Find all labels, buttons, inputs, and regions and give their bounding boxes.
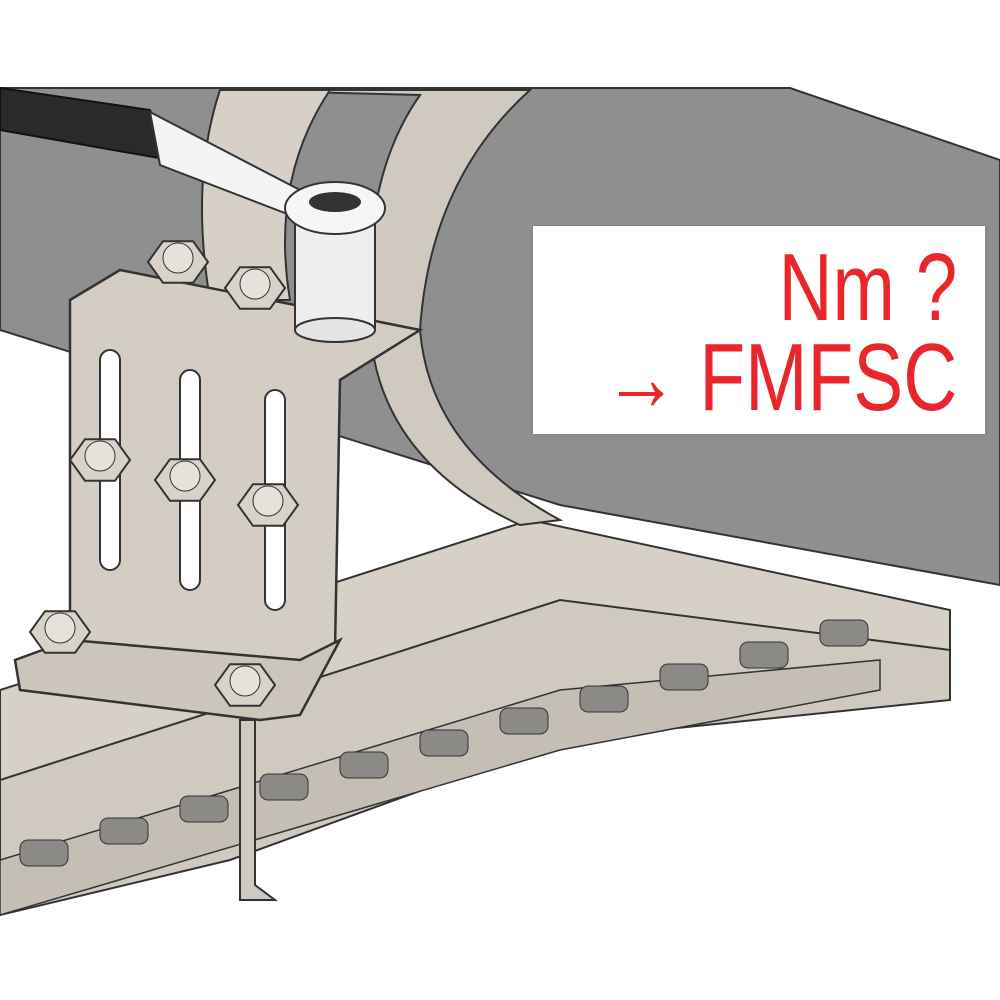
base-nut-end [44, 612, 76, 644]
rail-slot [179, 795, 229, 823]
hex-nut-end [169, 460, 201, 492]
channel-rail-front [0, 598, 951, 917]
hex-nut-end [84, 440, 116, 472]
rail-slot [579, 685, 629, 713]
torque-callout: Nm ? → FMFSC [533, 226, 985, 434]
rail-slot [99, 817, 149, 845]
clamp-bolt-end [239, 268, 271, 300]
socket [284, 181, 386, 343]
rail-slot [739, 641, 789, 669]
base-nut-end [229, 665, 261, 697]
rail-slot [259, 773, 309, 801]
hex-nut-end [252, 485, 284, 517]
product-code: FMFSC [699, 324, 957, 431]
rail-slot [339, 751, 389, 779]
torque-question: Nm ? [778, 234, 957, 341]
rail-slot [19, 839, 69, 867]
rail-slot [499, 707, 549, 735]
rail-slot [419, 729, 469, 757]
clamp-bolt-end [162, 242, 194, 274]
product-reference: → FMFSC [603, 330, 957, 426]
rail-slot [819, 619, 869, 647]
rail-slots [19, 619, 869, 867]
arrow-right-icon: → [603, 324, 679, 431]
bolts [28, 240, 300, 707]
rail-slot [659, 663, 709, 691]
anchor-rod [239, 719, 278, 901]
